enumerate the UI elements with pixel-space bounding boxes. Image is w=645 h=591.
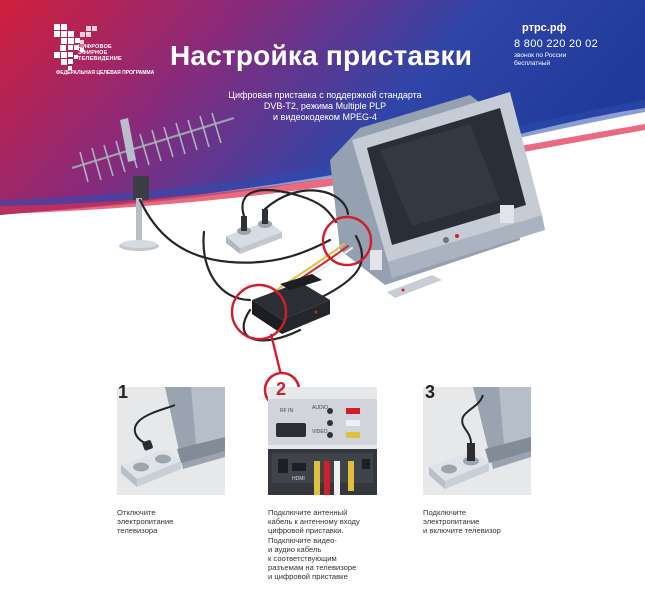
receiver-description: Цифровая приставка с поддержкой стандарт…: [210, 90, 440, 123]
hotline-note-line: бесплатный: [514, 60, 551, 67]
caption-line: к соответствующим: [268, 554, 337, 564]
digital-tv-logo: [54, 24, 97, 70]
step-3-caption: Подключите электропитание и включите тел…: [423, 508, 501, 536]
plug-in-illustration: [423, 387, 531, 495]
hdmi-label: HDMI: [292, 476, 305, 482]
tv-remote-icon: [387, 275, 442, 298]
audio-label: AUDIO: [312, 405, 328, 411]
description-line: Цифровая приставка с поддержкой стандарт…: [228, 90, 422, 100]
tv-icon: [330, 92, 545, 285]
step-2-image: AUDIO VIDEO RF IN HDMI: [268, 387, 377, 495]
set-top-box-icon: [252, 274, 330, 334]
description-line: DVB-T2, режима Multiple PLP: [263, 101, 387, 111]
caption-line: электропитание: [117, 517, 174, 527]
caption-line: цифровой приставки.: [268, 526, 344, 536]
caption-line: и включите телевизор: [423, 526, 501, 536]
video-label: VIDEO: [312, 429, 328, 435]
caption-line: Подключите видео-: [268, 535, 337, 545]
hotline-phone: 8 800 220 20 02: [514, 38, 599, 50]
logo-line-2: ЭФИРНОЕ: [78, 50, 108, 56]
caption-line: Подключите: [423, 508, 467, 517]
logo-line-1: ЦИФРОВОЕ: [78, 44, 112, 50]
step-1-image: [117, 387, 225, 495]
unplug-illustration: [117, 387, 225, 495]
logo-line-3: ТЕЛЕВИДЕНИЕ: [78, 56, 122, 62]
header-banner: [0, 0, 645, 215]
page-title: Настройка приставки: [170, 40, 473, 71]
caption-line: Отключите: [117, 508, 156, 517]
step-1-number: 1: [118, 382, 129, 402]
description-line: и видеокодеком MPEG-4: [273, 112, 377, 122]
site-link[interactable]: ртрс.рф: [522, 22, 567, 34]
rf-in-label: RF IN: [280, 408, 294, 414]
caption-line: и цифровой приставке: [268, 572, 348, 582]
antenna-icon: [71, 112, 235, 251]
power-socket-icon: [226, 209, 282, 254]
caption-line: и аудио кабель: [268, 544, 322, 554]
hotline-note-line: звонок по России: [514, 52, 567, 59]
step-2-caption: Подключите антенный кабель к антенному в…: [268, 508, 360, 582]
logo-subline: ФЕДЕРАЛЬНАЯ ЦЕЛЕВАЯ ПРОГРАММА: [56, 70, 155, 76]
step-3-number: 3: [425, 382, 436, 402]
step-1-caption: Отключите электропитание телевизора: [117, 508, 173, 536]
caption-line: электропитание: [423, 517, 480, 527]
step-3-image: [423, 387, 531, 495]
step-2-number: 2: [276, 379, 287, 399]
hotline-note: звонок по России бесплатный: [514, 52, 594, 68]
caption-line: телевизора: [117, 526, 158, 536]
caption-line: Подключите антенный: [268, 508, 348, 517]
caption-line: разъемам на телевизоре: [268, 563, 357, 573]
connectors-illustration: [268, 387, 377, 495]
caption-line: кабель к антенному входу: [268, 517, 360, 527]
connector-callout: [230, 215, 373, 376]
